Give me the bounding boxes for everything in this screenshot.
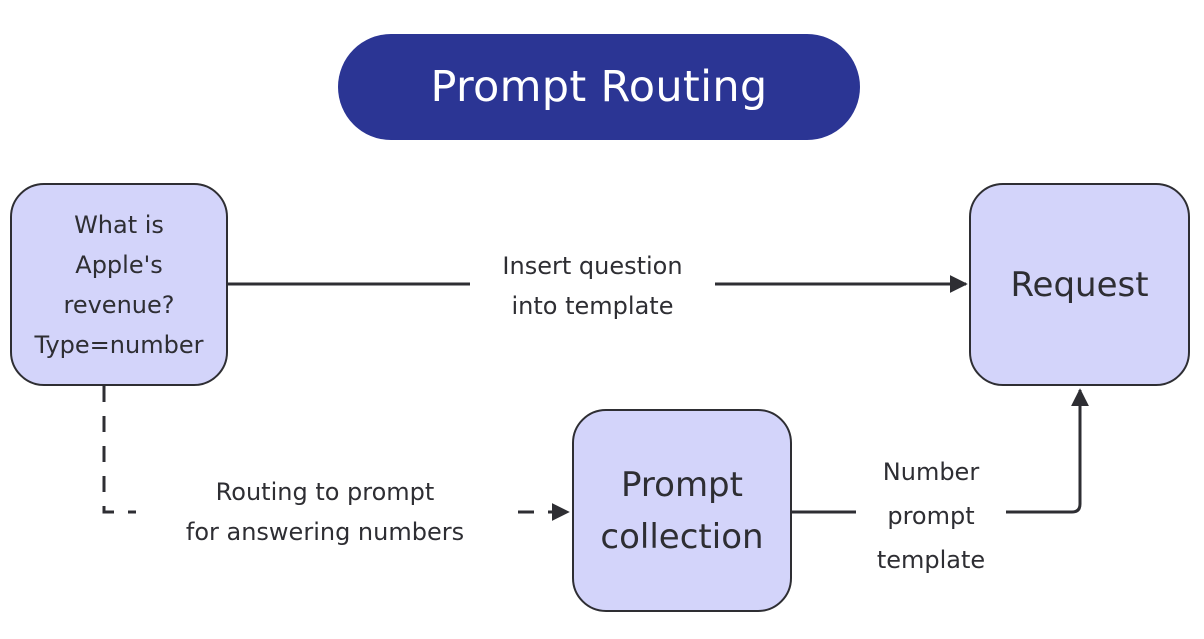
diagram-title-text: Prompt Routing xyxy=(430,62,768,112)
edge-label-number-template: Number prompt template xyxy=(856,450,1006,582)
prompt-collection-node: Prompt collection xyxy=(572,409,792,612)
diagram-title: Prompt Routing xyxy=(338,34,860,140)
edge-label-routing: Routing to prompt for answering numbers xyxy=(136,472,514,552)
prompt-collection-node-label: Prompt collection xyxy=(600,464,764,557)
request-node: Request xyxy=(969,183,1190,386)
question-node: What is Apple's revenue? Type=number xyxy=(10,183,228,386)
request-node-label: Request xyxy=(1010,264,1149,305)
question-node-label: What is Apple's revenue? Type=number xyxy=(34,210,204,359)
edge-collection-to-request xyxy=(792,388,1089,514)
edge-label-insert-question: Insert question into template xyxy=(470,246,715,326)
